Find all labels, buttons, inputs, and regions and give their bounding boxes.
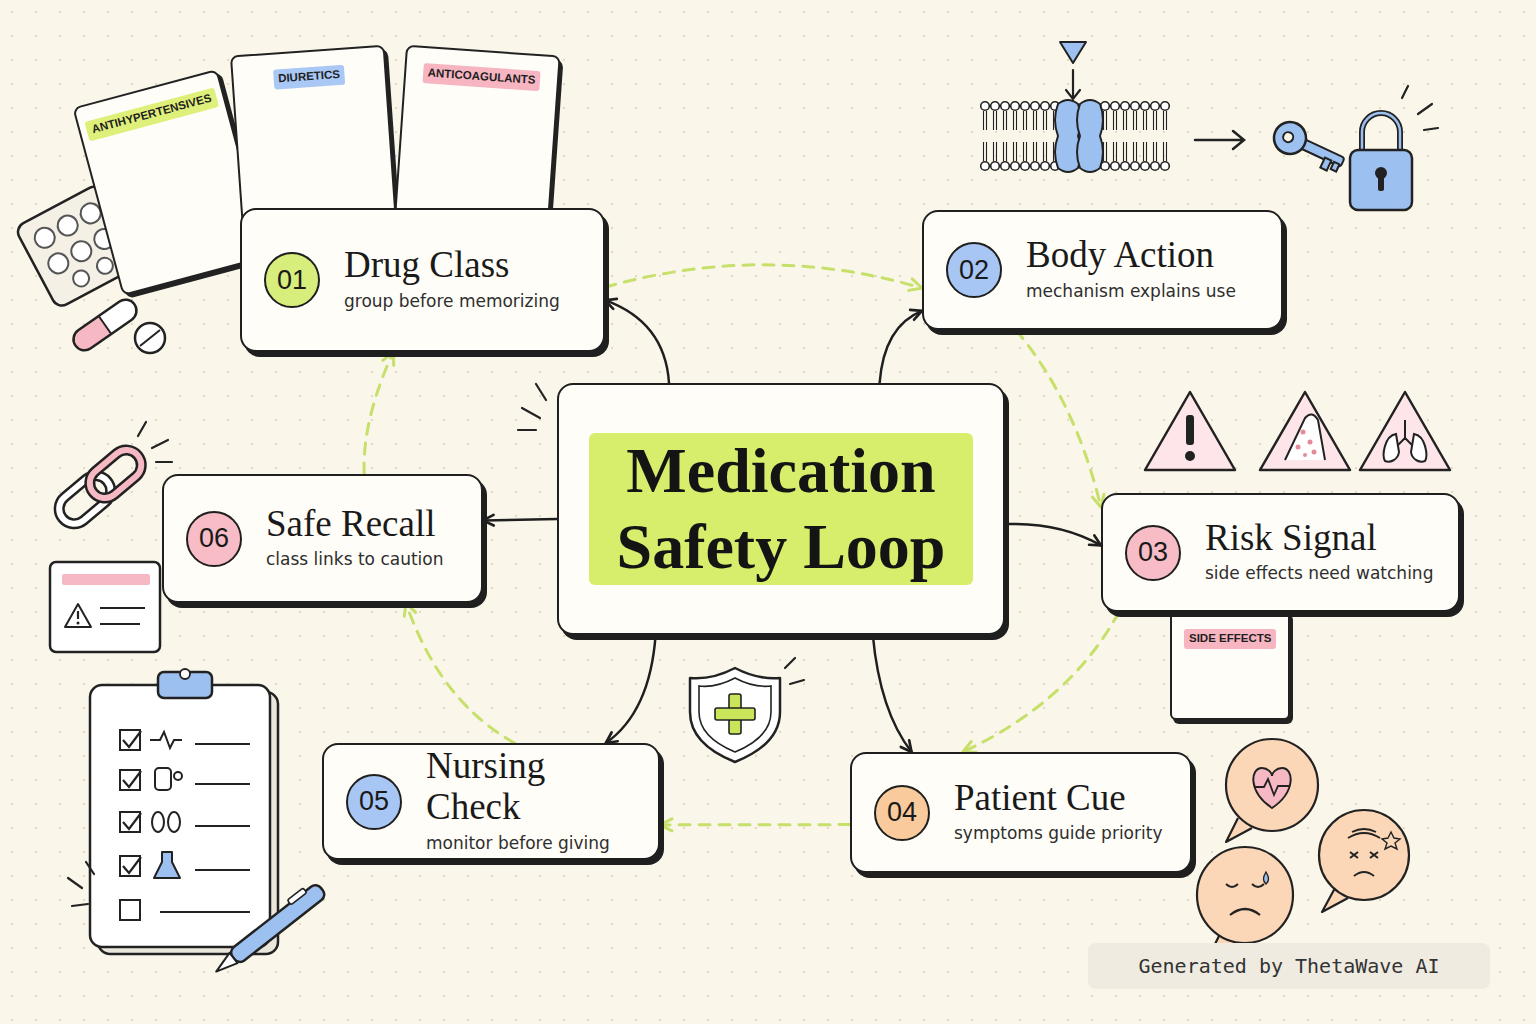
center-title-box: Medication Safety Loop xyxy=(557,383,1005,635)
caution-card xyxy=(50,562,160,652)
pill-blister xyxy=(14,183,141,309)
step-subtitle: monitor before giving xyxy=(426,833,648,854)
capsule xyxy=(69,295,141,354)
connector-arrow xyxy=(606,635,656,743)
blood-drop-icon xyxy=(429,90,518,193)
step-heading: Nursing Check xyxy=(426,745,648,828)
connector-arrow xyxy=(1005,524,1101,545)
check-icon xyxy=(518,384,978,430)
heart-bubble xyxy=(1226,739,1318,842)
loop-arrow xyxy=(406,603,515,743)
watermark: Generated by ThetaWave AI xyxy=(1088,943,1490,989)
loop-arrow xyxy=(364,352,393,474)
card-label: ANTIHYPERTENSIVES xyxy=(85,87,219,141)
step-subtitle: side effects need watching xyxy=(1205,563,1448,584)
step-heading: Body Action xyxy=(1026,234,1271,275)
connector-arrow xyxy=(483,519,557,520)
step-subtitle: mechanism explains use xyxy=(1026,281,1271,302)
step-heading: Patient Cue xyxy=(954,777,1180,818)
dizzy-bubble xyxy=(1319,810,1409,912)
shield-icon xyxy=(690,658,804,762)
step-box: 03 Risk Signal side effects need watching xyxy=(1101,493,1460,612)
step-number: 06 xyxy=(186,511,242,567)
tablet xyxy=(135,323,165,353)
step-number: 01 xyxy=(264,252,320,308)
loop-arrow xyxy=(660,823,850,826)
step-number: 05 xyxy=(346,774,402,830)
step-subtitle: symptoms guide priority xyxy=(954,823,1180,844)
sad-bubble xyxy=(1197,847,1293,958)
side-effects-clipboard: SIDE EFFECTS xyxy=(1170,610,1290,720)
pen xyxy=(209,879,328,978)
heart-ecg-icon xyxy=(124,131,226,258)
lungs-triangle xyxy=(1360,392,1450,470)
center-title: Medication Safety Loop xyxy=(589,433,973,584)
step-number: 04 xyxy=(874,785,930,841)
step-box: 01 Drug Class group before memorizing xyxy=(240,208,605,352)
connector-arrow xyxy=(605,300,669,383)
step-box: 05 Nursing Check monitor before giving xyxy=(322,743,660,860)
loop-arrow xyxy=(605,265,922,288)
card-label: ANTICOAGULANTS xyxy=(422,63,541,91)
rash-triangle xyxy=(1260,392,1350,470)
step-subtitle: group before memorizing xyxy=(344,291,593,312)
card-label: SIDE EFFECTS xyxy=(1184,629,1276,649)
warning-triangle xyxy=(1145,392,1235,470)
loop-arrow xyxy=(1016,330,1101,507)
step-box: 06 Safe Recall class links to caution xyxy=(162,474,483,603)
step-number: 02 xyxy=(946,242,1002,298)
membrane-channel xyxy=(980,42,1244,172)
drop-icon xyxy=(266,90,355,193)
step-box: 04 Patient Cue symptoms guide priority xyxy=(850,752,1192,873)
step-heading: Drug Class xyxy=(344,244,593,285)
loop-arrow xyxy=(963,612,1119,752)
step-box: 02 Body Action mechanism explains use xyxy=(922,210,1283,330)
step-heading: Risk Signal xyxy=(1205,517,1448,558)
drug-class-card: ANTICOAGULANTS xyxy=(394,45,560,225)
connector-arrow xyxy=(880,311,922,383)
step-subtitle: class links to caution xyxy=(266,549,471,570)
step-heading: Safe Recall xyxy=(266,503,471,544)
clipboard-clip xyxy=(1186,596,1262,707)
checklist-clipboard xyxy=(68,669,278,954)
key-icon xyxy=(1269,117,1350,177)
card-label: DIURETICS xyxy=(272,65,345,90)
step-number: 03 xyxy=(1125,525,1181,581)
chain-link xyxy=(53,422,172,530)
drug-class-card: DIURETICS xyxy=(230,45,397,235)
connector-arrow xyxy=(873,635,912,752)
lock-icon xyxy=(1350,86,1438,210)
